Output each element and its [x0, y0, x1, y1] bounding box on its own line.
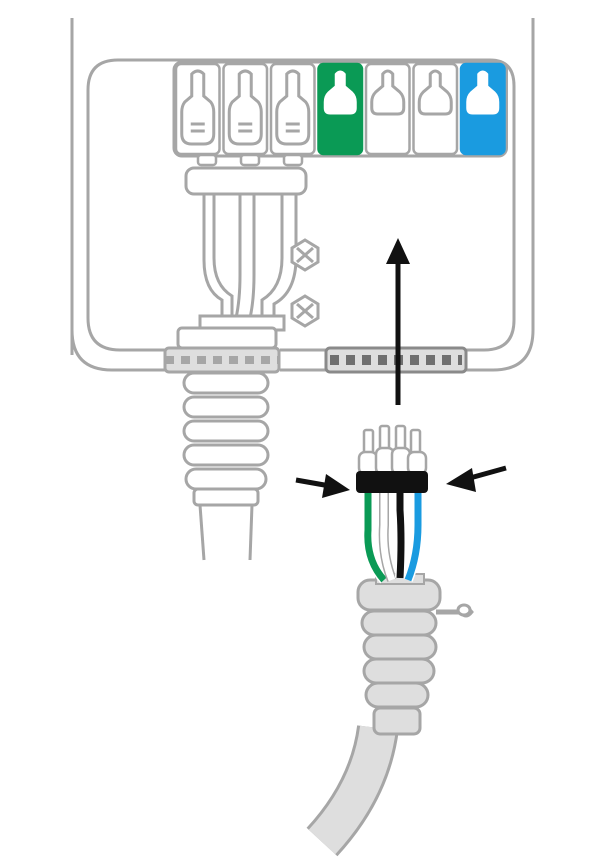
terminal-lug-icon	[466, 70, 500, 115]
terminal-foot	[239, 153, 261, 167]
cable-clamp	[184, 166, 308, 196]
wire-outline	[234, 194, 242, 319]
enclosure-bottom-left-corner	[70, 329, 165, 372]
cable-gland-ring	[176, 326, 278, 350]
cable-tail-fill	[308, 725, 396, 855]
conduit-rib	[182, 419, 270, 443]
ferrule-collar	[406, 450, 428, 476]
terminal-lug-icon	[417, 69, 453, 116]
wire-neutral	[404, 490, 422, 582]
terminal-lug-icon	[180, 69, 216, 146]
new-cable	[306, 424, 474, 857]
terminal-block	[172, 60, 508, 158]
terminal-lug-icon	[370, 69, 406, 116]
wire-earth	[364, 490, 387, 583]
wire-live-black	[396, 490, 405, 579]
existing-cable	[163, 153, 308, 561]
wire-outline	[212, 194, 234, 318]
ferrule-collar	[357, 450, 379, 476]
cable-rib	[372, 706, 422, 736]
squeeze-right-arrow	[295, 474, 350, 498]
conduit-left-edge	[198, 504, 206, 561]
conduit-rib	[182, 395, 270, 419]
wire-outline	[202, 194, 224, 318]
wire-outline	[248, 194, 256, 319]
insert-up-arrow	[386, 238, 410, 405]
conduit-rib	[184, 467, 268, 491]
conduit-rib	[182, 371, 270, 395]
terminal-foot	[282, 153, 304, 167]
conduit-right-edge	[248, 504, 254, 561]
screw-icon	[290, 294, 320, 328]
wire-outline	[260, 194, 284, 318]
terminal-lug-icon	[323, 70, 357, 115]
cable-rib	[364, 681, 430, 709]
heat-shrink-sleeve	[356, 471, 428, 493]
terminal-lug-icon	[227, 69, 263, 146]
terminal-lug-icon	[275, 69, 311, 146]
cable-rib	[362, 633, 438, 661]
enclosure	[70, 18, 535, 372]
conduit-rib	[182, 443, 270, 467]
gland-tab-tip	[456, 603, 472, 617]
squeeze-left-arrow	[446, 465, 507, 492]
new-wires	[362, 490, 423, 584]
conduit-rib	[192, 487, 260, 507]
cable-rib	[360, 609, 438, 637]
enclosure-inner-frame	[86, 58, 516, 352]
screw-icon	[290, 238, 320, 272]
terminal-foot	[196, 153, 218, 167]
cable-rib	[362, 657, 436, 685]
wire-live-white	[380, 490, 396, 582]
enclosure-bottom-right-corner	[466, 329, 535, 372]
